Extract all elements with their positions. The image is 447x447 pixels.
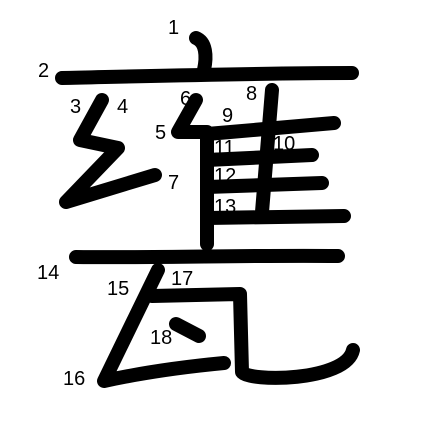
strokes: [55, 31, 360, 388]
stroke-number-18: 18: [150, 327, 172, 349]
stroke-2: [55, 66, 359, 85]
stroke-12: [200, 176, 329, 194]
stroke-number-1: 1: [168, 17, 179, 39]
stroke-number-6: 6: [180, 88, 191, 110]
stroke-13: [200, 209, 351, 225]
stroke-number-8: 8: [246, 83, 257, 105]
stroke-number-12: 12: [214, 165, 236, 187]
stroke-number-9: 9: [222, 105, 233, 127]
stroke-9: [200, 116, 341, 141]
stroke-17: [145, 287, 360, 385]
stroke-number-15: 15: [107, 278, 129, 300]
stroke-number-11: 11: [214, 137, 235, 159]
stroke-15-16: [97, 263, 231, 388]
stroke-number-3: 3: [70, 96, 81, 118]
stroke-number-2: 2: [38, 60, 49, 82]
stroke-number-17: 17: [171, 268, 193, 290]
stroke-number-14: 14: [37, 262, 59, 284]
stroke-number-13: 13: [214, 196, 236, 218]
stroke-14: [69, 248, 345, 265]
stroke-number-10: 10: [273, 133, 295, 155]
stroke-3-4-5: [59, 93, 162, 209]
stroke-18: [169, 317, 206, 343]
stroke-number-4: 4: [117, 96, 128, 118]
stroke-11: [200, 148, 319, 167]
stroke-1: [189, 31, 213, 77]
stroke-number-5: 5: [155, 122, 166, 144]
stroke-number-labels: 1 2 3 4 5 6 7 8 9 10 11 12 13 14 15 16 1…: [37, 17, 295, 390]
stroke-number-7: 7: [168, 172, 179, 194]
stroke-number-16: 16: [63, 368, 85, 390]
